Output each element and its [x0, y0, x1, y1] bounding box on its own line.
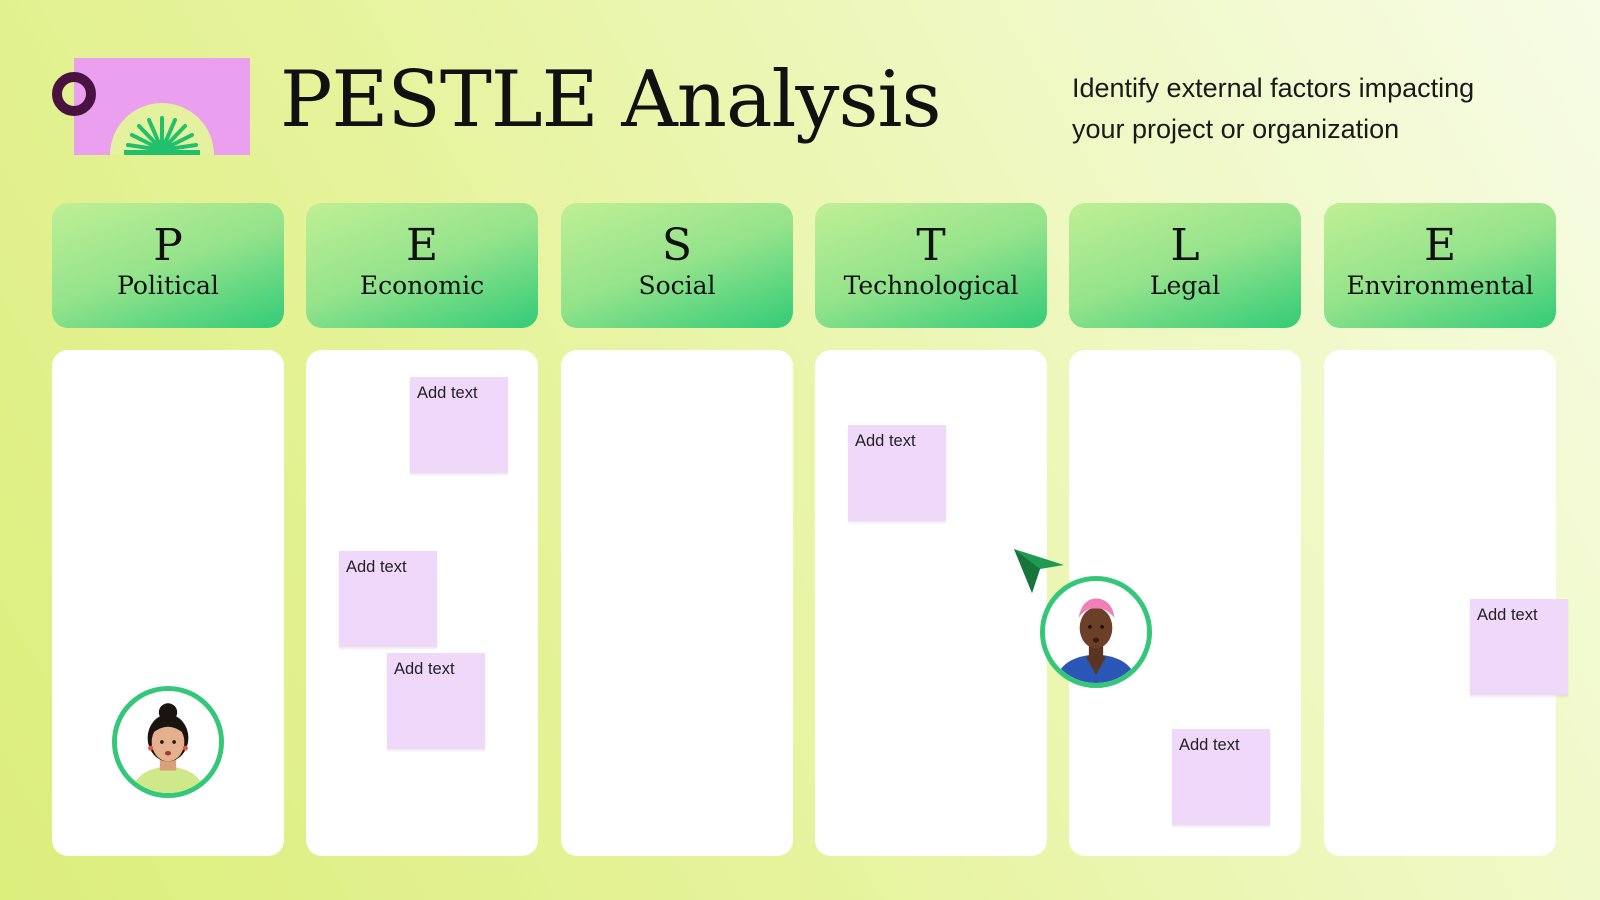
header-letter: E	[1423, 220, 1457, 271]
header-label: Political	[117, 271, 219, 300]
sticky-note-economic-2[interactable]: Add text	[339, 551, 437, 647]
collaborator-avatar-man	[1040, 576, 1152, 688]
sticky-note-economic-1[interactable]: Add text	[410, 377, 508, 473]
sticky-note-technological-1[interactable]: Add text	[848, 425, 946, 521]
header-label: Economic	[359, 271, 485, 300]
header-label: Social	[638, 271, 716, 300]
column-social[interactable]	[561, 350, 793, 856]
header-label: Legal	[1149, 271, 1221, 300]
sunburst-logo	[52, 58, 252, 158]
header-label: Technological	[843, 271, 1019, 300]
header-technological: T Technological	[815, 203, 1047, 328]
header-letter: P	[153, 220, 183, 271]
header-political: P Political	[52, 203, 284, 328]
header-letter: S	[661, 220, 693, 271]
header-social: S Social	[561, 203, 793, 328]
collaborator-avatar-woman	[112, 686, 224, 798]
header-letter: T	[916, 220, 946, 271]
header-economic: E Economic	[306, 203, 538, 328]
header-letter: E	[405, 220, 439, 271]
sticky-note-economic-3[interactable]: Add text	[387, 653, 485, 749]
header-letter: L	[1170, 220, 1200, 271]
subtitle-line-2: your project or organization	[1072, 114, 1400, 144]
header-environmental: E Environmental	[1324, 203, 1556, 328]
page-title: PESTLE Analysis	[280, 55, 941, 145]
header-legal: L Legal	[1069, 203, 1301, 328]
subtitle-line-1: Identify external factors impacting	[1072, 73, 1475, 103]
page-subtitle: Identify external factors impacting your…	[1072, 68, 1572, 150]
pointer-cursor-icon	[1010, 545, 1066, 601]
header-label: Environmental	[1346, 271, 1534, 300]
sticky-note-environmental-1[interactable]: Add text	[1470, 599, 1568, 695]
sticky-note-legal-1[interactable]: Add text	[1172, 729, 1270, 825]
